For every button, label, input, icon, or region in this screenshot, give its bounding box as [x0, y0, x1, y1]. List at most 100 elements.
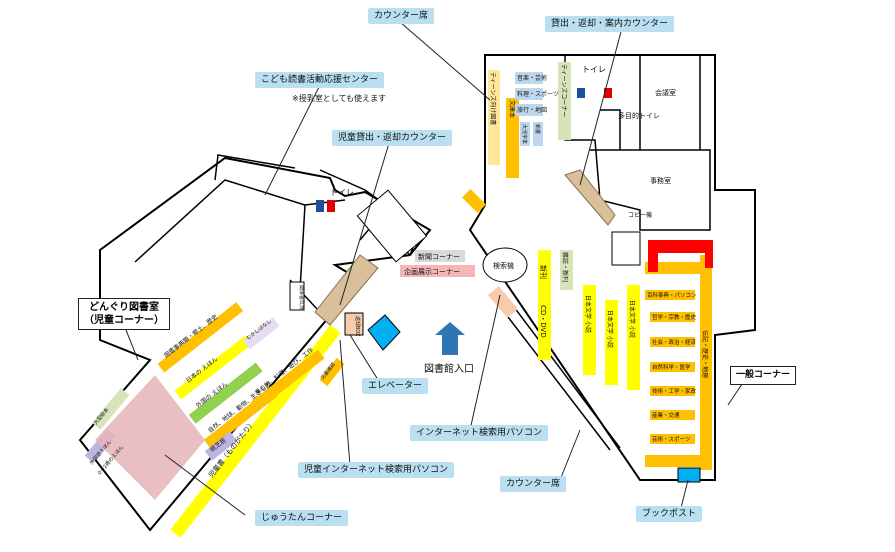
shelf-jp-lit-2 [605, 300, 618, 385]
stairs-main [611, 231, 641, 266]
shelf-art [650, 434, 695, 444]
label-jp-lit-3: 日本文学 小説 [628, 300, 636, 338]
label-kids-bookpost: 返却BOX [354, 316, 361, 337]
shelf-magazines [538, 250, 551, 360]
shelf-shinsho [533, 122, 543, 146]
kids-staff-box [289, 281, 305, 311]
label-jp-lit-2: 日本文学 小説 [606, 310, 614, 348]
shelf-kids-foreign [188, 362, 263, 424]
callout-juutan: じゅうたんコーナー [255, 510, 349, 526]
newspaper-desk [415, 250, 465, 262]
callout-internet-pc: インターネット検索用パソコン [410, 425, 549, 441]
shelf-general-wall [700, 255, 712, 470]
shelf-general-bottom [645, 455, 710, 467]
main-shelf-labels: ティーンズコーナー 文庫本 ティーンズ向け図書 音楽・芸術 料理・スポーツ 旅行… [489, 64, 709, 443]
label-encyclopedia: 百科事典・パソコン [647, 291, 697, 299]
shelf-jp-lit-1 [583, 285, 596, 375]
entrance-label: 図書館入口 [424, 362, 474, 375]
shelf-kids-paper [204, 431, 238, 461]
shelf-science [650, 362, 695, 372]
label-art: 芸術・スポーツ [652, 435, 690, 443]
note-kids-reading: ※授乳室としても使えます [292, 94, 387, 103]
shelf-teens [558, 62, 571, 140]
label-travel: 旅行・地図 [517, 106, 547, 114]
entrance-arrow [435, 322, 465, 355]
shelf-bunko [506, 98, 519, 178]
label-magazines: 新刊 [539, 265, 548, 279]
shelf-kids-jp [174, 335, 253, 400]
label-newspaper: 新聞コーナー [418, 252, 460, 261]
label-exhibit: 企画展示コーナー [404, 267, 460, 276]
label-shinsho: 新書 [534, 124, 541, 134]
shelf-kids-magazine [319, 357, 345, 387]
lending-counter-shape [564, 169, 616, 226]
juutan-area [95, 375, 205, 500]
label-meeting-room: 会議室 [655, 88, 676, 97]
shelf-tech [650, 386, 695, 396]
callout-book-post: ブックポスト [636, 506, 703, 522]
shelf-music [515, 72, 543, 84]
kids-bookpost-box [344, 312, 364, 336]
callout-general-corner: 一般コーナー [730, 366, 797, 385]
main-shelves [400, 62, 713, 483]
shelf-red-right [705, 240, 713, 268]
callout-counter-top: カウンター席 [368, 8, 435, 24]
kids-stairs [356, 189, 428, 263]
kids-toilet-m [316, 200, 324, 212]
label-bunko: 文庫本 [508, 100, 516, 118]
shelf-travel [515, 104, 543, 116]
label-staff-entry: 関係者以外 [298, 285, 305, 310]
label-society: 社会・政治・経済 [652, 338, 697, 346]
main-toilet-m [577, 88, 585, 98]
exhibit-desk [400, 265, 475, 277]
callout-kids-internet-pc: 児童インターネット検索用パソコン [298, 462, 455, 478]
callout-kids-counter: 児童貸出・返却カウンター [332, 130, 453, 146]
callout-elevator: エレベーター [362, 378, 429, 394]
label-search: 検索機 [493, 261, 514, 270]
label-teens-books: ティーンズ向け図書 [489, 72, 497, 125]
shelf-industry [650, 410, 695, 420]
counter-tail [487, 286, 519, 318]
label-music: 音楽・芸術 [517, 74, 547, 82]
staff-area-red2 [648, 240, 658, 272]
callout-donguri: どんぐり図書室 （児童コーナー） [78, 298, 170, 330]
search-desk-oval [482, 247, 528, 283]
staff-area-red [648, 240, 710, 253]
shelf-jp-lit-3 [627, 285, 640, 390]
callout-lines [119, 21, 749, 516]
teens-sign [461, 188, 487, 214]
label-health: 料理・スポーツ [517, 90, 559, 98]
callout-kids-reading-center: こども読書活動応援センター [255, 72, 385, 88]
label-toilet-main: トイレ [582, 65, 606, 74]
label-new-books: 雑誌・新刊 [561, 252, 569, 282]
kids-counter-shape [314, 254, 379, 326]
label-office: 事務室 [650, 176, 671, 185]
label-science: 自然科学・医学 [652, 363, 691, 371]
kids-shelves [84, 189, 465, 538]
label-industry: 産業・交通 [652, 411, 680, 419]
shelf-new-books [560, 250, 573, 290]
kids-toilet-f [327, 200, 335, 212]
callout-lending-counter: 貸出・返却・案内カウンター [545, 16, 675, 32]
shelf-kids-big [92, 388, 130, 430]
shelf-large-print [520, 122, 530, 146]
label-tech: 技術・工学・家政 [652, 387, 697, 395]
label-large-print: 大活字本 [521, 124, 528, 144]
label-cd-dvd: CD・DVD [539, 305, 547, 338]
label-toilet-kids: トイレ [330, 188, 354, 197]
main-hall-walls [494, 55, 711, 451]
shelf-encyclopedia [645, 290, 695, 300]
shelf-kids-ref [157, 302, 244, 373]
shelf-health [515, 88, 543, 100]
shelf-society [650, 337, 695, 347]
label-teens: ティーンズコーナー [560, 64, 568, 117]
label-phil: 哲学・宗教・歴史 [652, 313, 697, 321]
label-multi-toilet: 多目的トイレ [618, 111, 660, 120]
room-labels: トイレ 会議室 多目的トイレ 事務室 コピー機 検索機 新聞コーナー 企画展示コ… [298, 65, 676, 337]
main-toilet-f [604, 88, 612, 98]
label-jp-lit-1: 日本文学 小説 [584, 295, 592, 333]
shelf-teens-books [488, 70, 500, 165]
elevator-box [367, 314, 401, 351]
label-copier: コピー機 [628, 211, 652, 219]
